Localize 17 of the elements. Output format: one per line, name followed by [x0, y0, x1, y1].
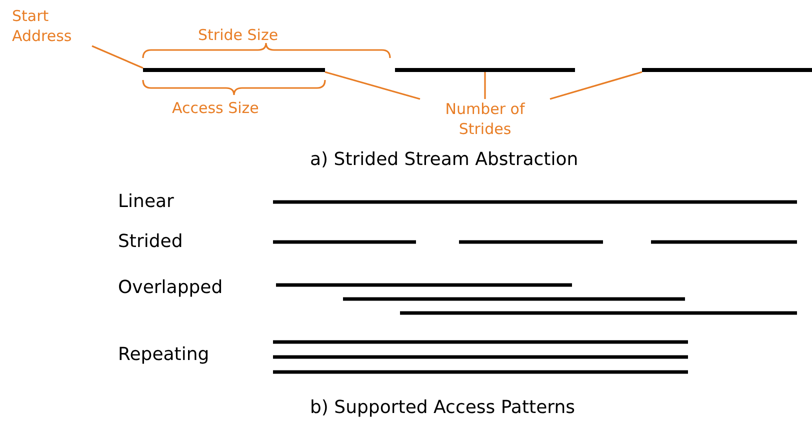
pattern-label: Linear [118, 192, 174, 212]
stream-segment [642, 68, 812, 72]
leader-line [484, 72, 486, 99]
leader-line [324, 71, 420, 100]
stream-segment [143, 68, 325, 72]
pattern-label: Strided [118, 232, 183, 252]
callout-label: Number of Strides [420, 99, 550, 139]
callout-label: Start Address [12, 6, 92, 46]
dimension-label: Access Size [172, 98, 259, 118]
caption: a) Strided Stream Abstraction [310, 150, 578, 170]
caption: b) Supported Access Patterns [310, 398, 576, 418]
leader-line [92, 45, 144, 69]
stream-segment [395, 68, 575, 72]
leader-line [550, 71, 642, 100]
pattern-label: Repeating [118, 345, 210, 365]
pattern-label: Overlapped [118, 278, 223, 298]
dimension-label: Stride Size [198, 25, 278, 45]
